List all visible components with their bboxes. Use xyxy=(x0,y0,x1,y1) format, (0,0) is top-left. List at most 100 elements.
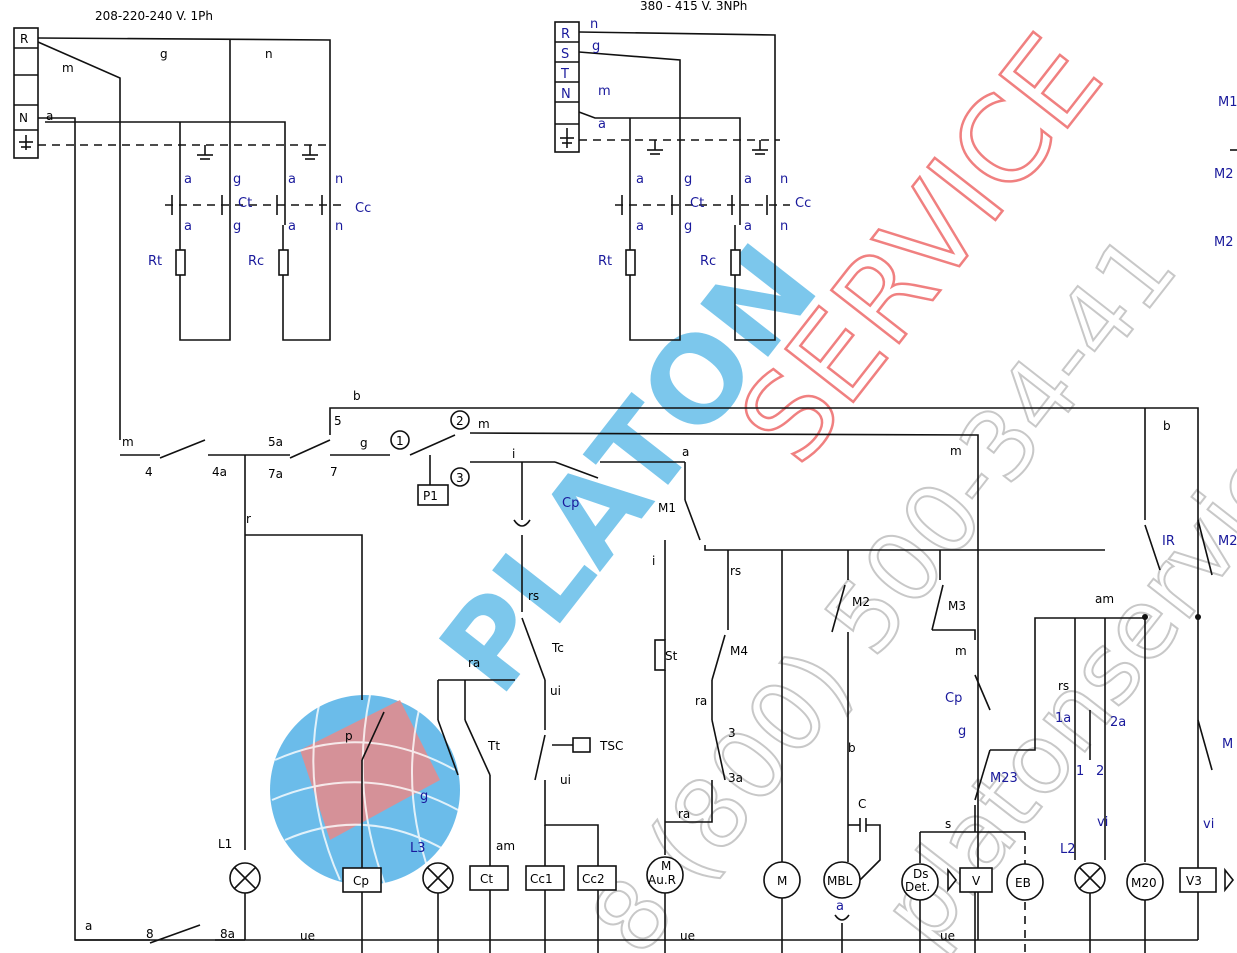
label-m4: M4 xyxy=(730,644,748,658)
label-l3: L3 xyxy=(410,841,426,856)
svg-text:ue: ue xyxy=(300,929,315,943)
svg-text:m: m xyxy=(478,417,490,431)
svg-text:a: a xyxy=(598,117,606,132)
svg-text:a: a xyxy=(636,219,644,234)
svg-text:ue: ue xyxy=(680,929,695,943)
svg-text:g: g xyxy=(420,789,428,804)
svg-text:8a: 8a xyxy=(220,927,235,941)
edge-label-m2b: M2 xyxy=(1214,235,1234,250)
svg-text:P1: P1 xyxy=(423,489,438,503)
label-m23: M23 xyxy=(990,771,1018,786)
label-st: St xyxy=(665,649,678,663)
svg-text:m: m xyxy=(955,644,967,658)
heater-contacts-three: Ct Cc a g a n a g a n Rt Rc xyxy=(598,172,811,341)
svg-text:i: i xyxy=(512,447,515,461)
svg-text:Cc: Cc xyxy=(795,196,811,211)
terminal-block-three xyxy=(554,21,580,153)
svg-text:m: m xyxy=(950,444,962,458)
svg-text:Det.: Det. xyxy=(905,880,930,894)
coil-cp xyxy=(342,867,382,893)
terminal-n: N xyxy=(19,111,28,125)
svg-text:ue: ue xyxy=(940,929,955,943)
label-cc-single: Cc xyxy=(355,201,371,216)
edge-label-m2a: M2 xyxy=(1214,167,1234,182)
st-button[interactable] xyxy=(654,639,666,671)
svg-text:a: a xyxy=(288,219,296,234)
svg-text:g: g xyxy=(958,724,966,739)
svg-text:V3: V3 xyxy=(1186,874,1202,888)
svg-text:b: b xyxy=(353,389,361,403)
label-m2: M2 xyxy=(852,595,870,609)
motor-mbl xyxy=(823,861,861,899)
svg-text:3: 3 xyxy=(728,726,736,740)
svg-text:2a: 2a xyxy=(1110,715,1126,730)
svg-text:vi: vi xyxy=(1203,817,1214,832)
svg-text:1a: 1a xyxy=(1055,711,1071,726)
svg-text:a: a xyxy=(636,172,644,187)
svg-text:vi: vi xyxy=(1097,815,1108,830)
svg-text:V: V xyxy=(972,874,981,888)
label-m-right: M xyxy=(1222,737,1233,752)
svg-text:a: a xyxy=(744,219,752,234)
tsc-box xyxy=(572,737,591,753)
svg-text:Rt: Rt xyxy=(598,254,612,269)
valve-v xyxy=(959,867,993,893)
svg-text:m: m xyxy=(62,61,74,75)
label-ct-single: Ct xyxy=(238,196,252,211)
svg-text:g: g xyxy=(233,172,241,187)
svg-text:7: 7 xyxy=(330,465,338,479)
svg-text:T: T xyxy=(560,67,569,82)
label-c: C xyxy=(858,797,866,811)
svg-text:N: N xyxy=(561,87,571,102)
svg-text:g: g xyxy=(684,172,692,187)
label-tsc: TSC xyxy=(599,739,623,753)
svg-text:r: r xyxy=(246,512,251,526)
svg-text:s: s xyxy=(945,817,951,831)
label-cp-2: Cp xyxy=(945,691,962,706)
earth-icon xyxy=(560,128,574,148)
three-phase-supply: 380 - 415 V. 3NPh R S T N n g m a xyxy=(554,0,811,341)
svg-text:rs: rs xyxy=(730,564,741,578)
svg-text:Cc2: Cc2 xyxy=(582,872,605,886)
svg-text:n: n xyxy=(590,17,598,32)
svg-text:ra: ra xyxy=(468,656,480,670)
svg-text:n: n xyxy=(780,172,788,187)
label-tc: Tc xyxy=(551,641,564,655)
svg-text:n: n xyxy=(265,47,273,61)
svg-text:Ct: Ct xyxy=(480,872,493,886)
svg-text:n: n xyxy=(335,172,343,187)
svg-text:1: 1 xyxy=(1076,764,1084,779)
svg-text:M20: M20 xyxy=(1131,876,1157,890)
svg-text:g: g xyxy=(684,219,692,234)
label-rt-single: Rt xyxy=(148,254,162,269)
svg-text:p: p xyxy=(345,729,353,743)
svg-text:Cc1: Cc1 xyxy=(530,872,553,886)
svg-text:g: g xyxy=(233,219,241,234)
p1-box xyxy=(417,484,449,506)
svg-text:g: g xyxy=(592,39,600,54)
svg-text:n: n xyxy=(335,219,343,234)
label-tt: Tt xyxy=(487,739,500,753)
single-phase-title: 208-220-240 V. 1Ph xyxy=(95,9,213,23)
svg-text:g: g xyxy=(360,436,368,450)
svg-text:3: 3 xyxy=(456,471,464,485)
svg-text:R: R xyxy=(561,27,570,42)
svg-text:Ct: Ct xyxy=(690,196,704,211)
svg-text:ui: ui xyxy=(550,684,561,698)
svg-text:m: m xyxy=(598,84,611,99)
label-rc-single: Rc xyxy=(248,254,264,269)
label-l2: L2 xyxy=(1060,842,1076,857)
svg-text:5: 5 xyxy=(334,414,342,428)
svg-text:a: a xyxy=(744,172,752,187)
svg-text:a: a xyxy=(836,899,844,914)
svg-text:4a: 4a xyxy=(212,465,227,479)
single-phase-supply: 208-220-240 V. 1Ph R N g n m a xyxy=(13,9,371,941)
svg-text:a: a xyxy=(184,172,192,187)
svg-text:a: a xyxy=(288,172,296,187)
svg-text:a: a xyxy=(46,109,53,123)
svg-text:2: 2 xyxy=(1096,764,1104,779)
svg-text:Cp: Cp xyxy=(353,874,369,888)
svg-text:i: i xyxy=(652,554,655,568)
label-l1: L1 xyxy=(218,837,232,851)
